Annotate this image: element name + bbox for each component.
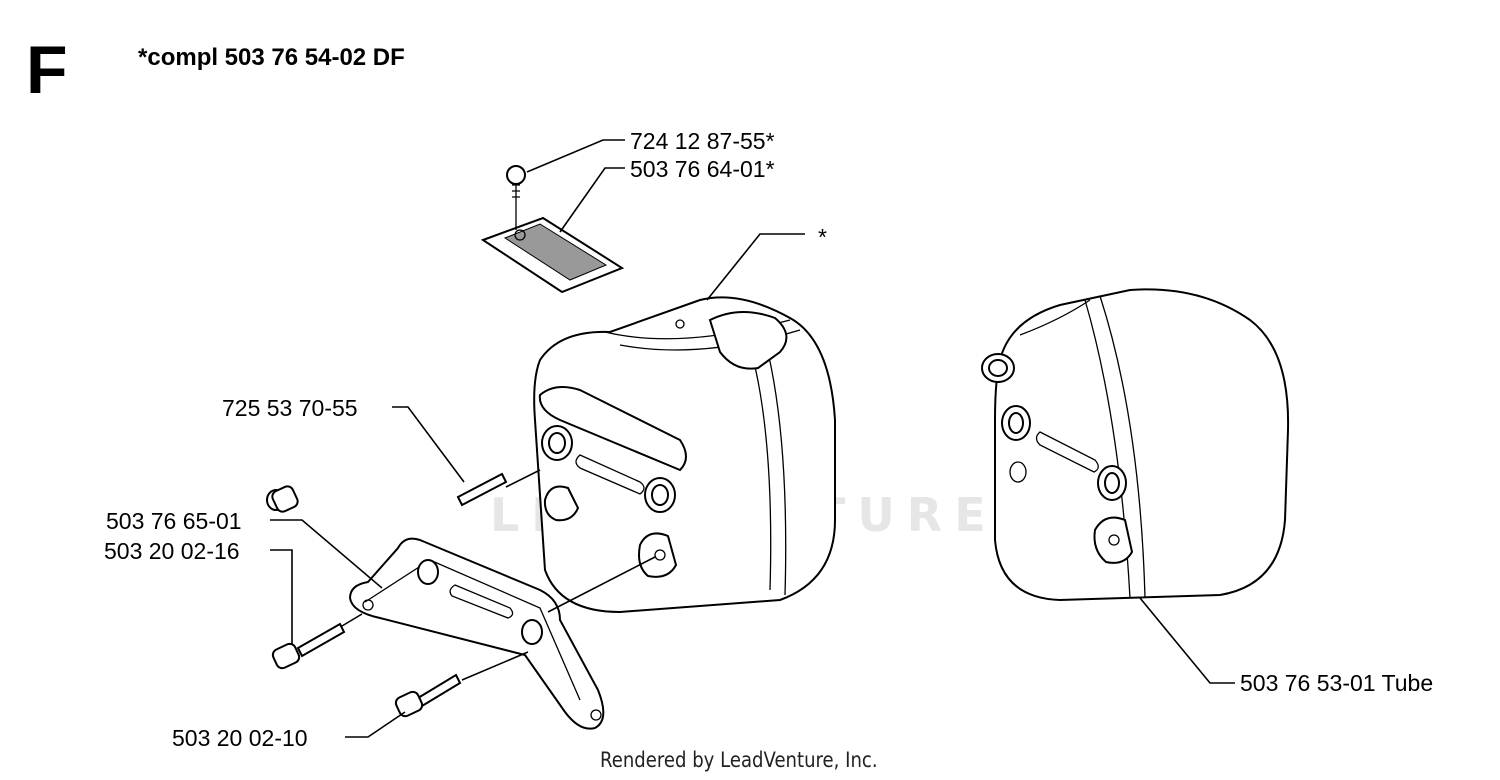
bracket-plate: [348, 537, 605, 730]
part-label-503-20-02-16[interactable]: 503 20 02-16: [104, 538, 240, 564]
part-label-asterisk[interactable]: *: [818, 224, 827, 250]
leader-lines: [270, 139, 1235, 738]
assembly-title: *compl 503 76 54-02 DF: [138, 44, 405, 71]
part-label-725-53-70-55[interactable]: 725 53 70-55: [222, 395, 358, 421]
bolt-10: [394, 673, 462, 718]
footer-credit: Rendered by LeadVenture, Inc.: [600, 748, 878, 772]
muffler-right: [981, 288, 1290, 602]
part-label-503-76-65-01[interactable]: 503 76 65-01: [106, 508, 242, 534]
bolt-16: [271, 622, 346, 670]
bolt-725: [266, 472, 508, 513]
part-label-503-76-64-01[interactable]: 503 76 64-01*: [630, 156, 775, 182]
spark-screen: [480, 165, 625, 294]
part-label-724-12-87-55[interactable]: 724 12 87-55*: [630, 128, 775, 154]
part-label-503-76-53-01-tube[interactable]: 503 76 53-01 Tube: [1240, 670, 1434, 696]
part-label-503-20-02-10[interactable]: 503 20 02-10: [172, 725, 308, 751]
muffler-left: [533, 296, 836, 614]
section-letter: F: [26, 32, 68, 108]
